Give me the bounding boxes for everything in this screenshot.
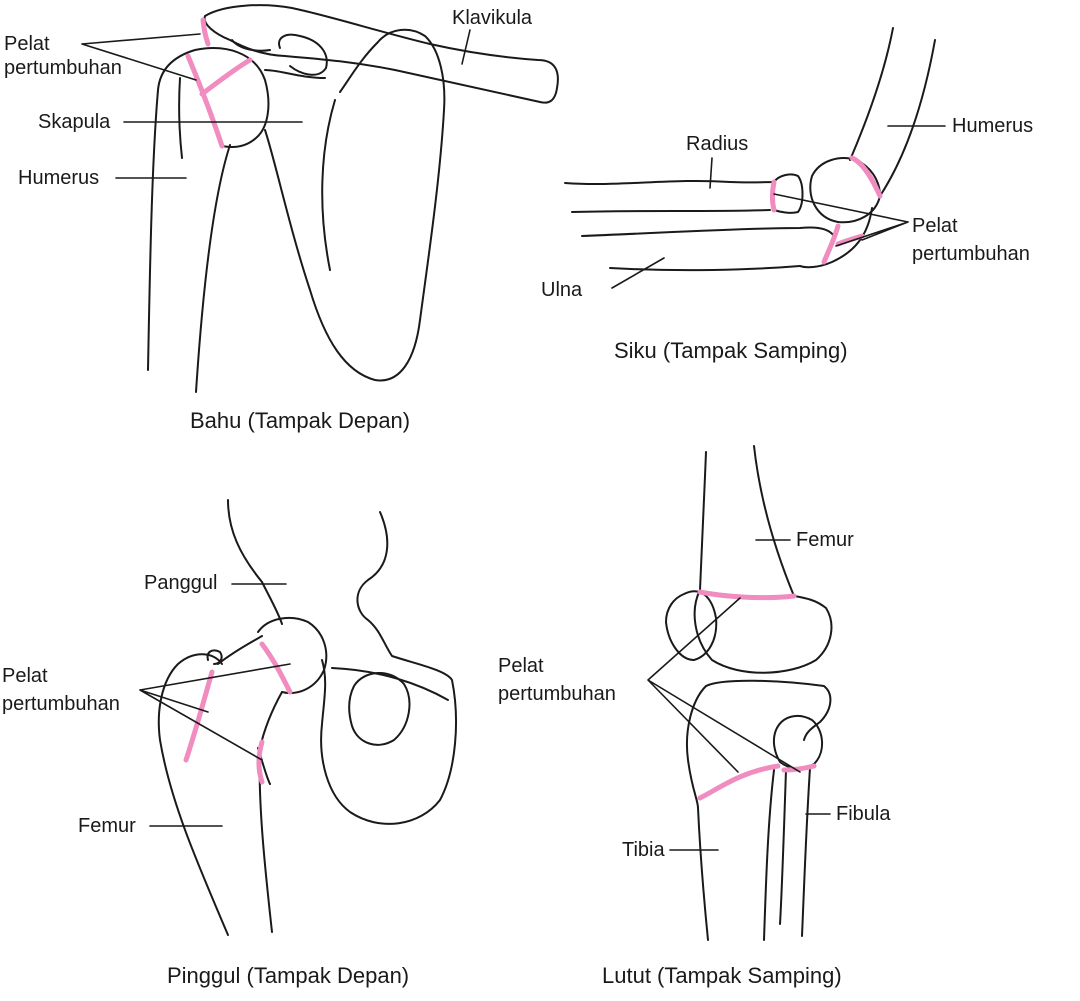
knee-tibia-front (685, 685, 707, 809)
shoulder-clavicle-leader (461, 29, 471, 65)
hip-growth-plate-leader (139, 663, 291, 761)
knee-growth-plate-fibula (781, 763, 817, 773)
elbow-caption: Siku (Tampak Samping) (614, 338, 848, 363)
knee-fibula-shaft-front (779, 769, 787, 925)
elbow-growth-plate-olecranon (835, 233, 865, 247)
knee-patella (665, 590, 718, 661)
elbow-growth-plate-radius (770, 179, 777, 213)
shoulder-humerus-shaft (147, 89, 159, 371)
elbow-ulna-leader (611, 257, 665, 289)
shoulder-growth-plate-label-line2: pertumbuhan (4, 57, 122, 79)
shoulder-humerus-label: Humerus (18, 167, 99, 189)
shoulder-acromion (231, 39, 271, 52)
hip-growth-plate-label: Pelat pertumbuhan (2, 665, 120, 715)
knee-femur-shaft-right (753, 445, 795, 597)
hip-femur-neck-bottom (259, 691, 283, 749)
knee-tibia-label: Tibia (622, 839, 665, 861)
knee-growth-plate-leader (647, 597, 801, 773)
shoulder-clavicle-bone (203, 4, 559, 104)
elbow-humerus-shaft (849, 27, 894, 161)
shoulder-scapula-bone (264, 28, 446, 382)
knee-fibula-shaft-back (801, 767, 811, 937)
hip-pelvis-bone (227, 499, 283, 625)
hip-growth-plate-label-line2: pertumbuhan (2, 693, 120, 715)
shoulder-humerus-head (157, 47, 270, 148)
shoulder-scapula-spine (321, 99, 336, 271)
elbow-humerus-label: Humerus (952, 115, 1033, 137)
shoulder-panel: Pelat pertumbuhan Klavikula Skapula Hume… (4, 4, 559, 433)
hip-growth-plate-trochanter (183, 669, 215, 763)
hip-pelvis-outline (320, 511, 457, 825)
knee-tibia-plateau (705, 679, 832, 741)
elbow-ulna-label: Ulna (541, 279, 583, 301)
hip-growth-plate-label-line1: Pelat (2, 665, 48, 687)
shoulder-humerus-shaft-inner (195, 144, 231, 393)
elbow-growth-plate-humerus (849, 155, 883, 199)
shoulder-clavicle-label: Klavikula (452, 7, 533, 29)
knee-caption: Lutut (Tampak Samping) (602, 963, 842, 988)
shoulder-scapula-label: Skapula (38, 111, 111, 133)
hip-panel: Panggul Pelat pertumbuhan Femur Pinggul … (2, 499, 457, 988)
knee-tibia-shaft-front (697, 807, 709, 941)
elbow-growth-plate-ulna (821, 223, 841, 265)
shoulder-growth-plate-leader (81, 33, 201, 81)
shoulder-caption: Bahu (Tampak Depan) (190, 408, 410, 433)
hip-pelvis-label: Panggul (144, 572, 217, 594)
elbow-growth-plate-leader (773, 193, 909, 247)
elbow-growth-plate-label-line1: Pelat (912, 215, 958, 237)
knee-growth-plate-label: Pelat pertumbuhan (498, 655, 616, 705)
elbow-ulna-bottom (609, 265, 801, 272)
shoulder-growth-plate-cross (199, 57, 253, 97)
hip-femoral-head (257, 616, 328, 694)
elbow-radius-bottom (571, 209, 771, 213)
elbow-humerus-shaft-back (879, 39, 936, 197)
hip-obturator-foramen (348, 671, 411, 746)
knee-fibula-label: Fibula (836, 803, 891, 825)
hip-femur-shaft-outer (159, 739, 229, 936)
hip-greater-trochanter (157, 653, 223, 741)
elbow-panel: Radius Humerus Pelat pertumbuhan Ulna Si… (541, 27, 1033, 363)
shoulder-glenoid (264, 69, 326, 79)
knee-growth-plate-tibia (697, 763, 781, 801)
shoulder-growth-plate-head (185, 53, 225, 149)
hip-pubic-edge (331, 667, 449, 701)
hip-caption: Pinggul (Tampak Depan) (167, 963, 409, 988)
shoulder-coracoid (278, 33, 328, 76)
elbow-ulna-top (581, 226, 835, 237)
knee-growth-plate-label-line2: pertumbuhan (498, 683, 616, 705)
elbow-radius-head (773, 173, 804, 214)
hip-femur-label: Femur (78, 815, 136, 837)
knee-femur-shaft-left (699, 451, 707, 591)
hip-trochanter-tip (206, 649, 223, 665)
elbow-radius-top (564, 179, 775, 186)
elbow-radius-label: Radius (686, 133, 748, 155)
shoulder-growth-plate-label: Pelat pertumbuhan (4, 33, 122, 79)
knee-femoral-condyle (693, 589, 833, 674)
knee-tibia-shaft-back (763, 769, 775, 941)
hip-growth-plate-head (259, 641, 293, 695)
elbow-radius-leader (709, 157, 713, 189)
hip-femur-neck-top (217, 635, 263, 665)
elbow-olecranon (799, 207, 873, 269)
knee-panel: Femur Pelat pertumbuhan Fibula Tibia Lut… (498, 445, 891, 988)
elbow-growth-plate-label-line2: pertumbuhan (912, 243, 1030, 265)
shoulder-growth-plate-label-line1: Pelat (4, 33, 50, 55)
hip-growth-plate-lesser (256, 739, 265, 785)
elbow-growth-plate-label: Pelat pertumbuhan (912, 215, 1030, 265)
knee-growth-plate-label-line1: Pelat (498, 655, 544, 677)
elbow-capitulum (809, 157, 881, 224)
knee-growth-plate-femur (697, 589, 797, 601)
shoulder-humerus-tubercle (178, 77, 183, 159)
knee-femur-label: Femur (796, 529, 854, 551)
shoulder-growth-plate-upper (200, 17, 211, 47)
